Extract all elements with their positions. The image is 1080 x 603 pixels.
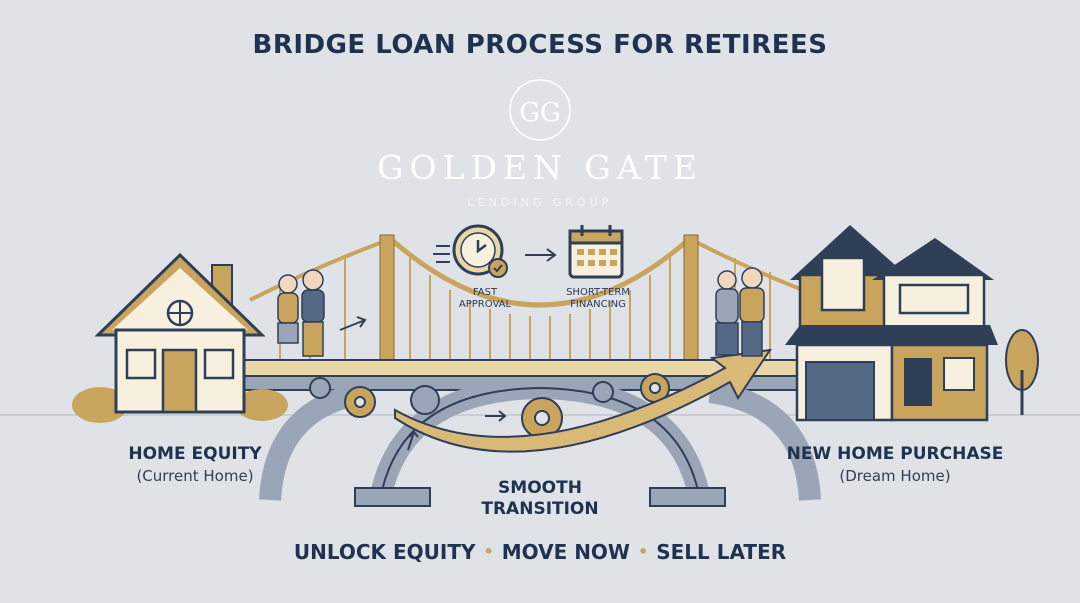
couple-figure (715, 267, 765, 357)
clock-check-icon (433, 224, 508, 278)
calendar-icon (568, 225, 624, 279)
home-equity-label: HOME EQUITY (128, 444, 262, 464)
fast-approval-line1: FAST (472, 287, 498, 298)
brand-subtitle: LENDING GROUP (467, 196, 613, 209)
short-term-label: SHORT-TERM FINANCING (533, 287, 663, 311)
house-icon (785, 225, 998, 422)
separator-dot: • (638, 542, 649, 561)
tagline-part-1: UNLOCK EQUITY (293, 540, 476, 564)
smooth-label: SMOOTH (498, 478, 582, 498)
short-term-line1: SHORT-TERM (566, 287, 630, 298)
arrow-right-icon (339, 248, 557, 451)
house-icon (72, 252, 288, 423)
tagline-part-2: MOVE NOW (501, 540, 630, 564)
fast-approval-label: FAST APPROVAL (430, 287, 540, 311)
home-equity-sublabel: (Current Home) (136, 467, 254, 485)
short-term-line2: FINANCING (570, 299, 626, 310)
transition-label: TRANSITION (481, 499, 599, 519)
couple-figure (277, 269, 325, 357)
separator-dot: • (483, 542, 494, 561)
brand-name: GOLDEN GATE (377, 148, 703, 187)
fast-approval-line2: APPROVAL (458, 299, 512, 310)
page-title: BRIDGE LOAN PROCESS FOR RETIREES (252, 30, 828, 60)
transition-arrow (394, 348, 773, 453)
gear-icon (344, 373, 670, 439)
new-home-label: NEW HOME PURCHASE (786, 444, 1004, 464)
svg-text:GG: GG (519, 98, 561, 128)
monogram-logo: GG (509, 79, 571, 141)
new-home-sublabel: (Dream Home) (839, 467, 951, 485)
tagline-part-3: SELL LATER (656, 540, 787, 564)
tree-icon (1005, 329, 1039, 415)
tagline: UNLOCK EQUITY • MOVE NOW • SELL LATER (0, 540, 1080, 564)
